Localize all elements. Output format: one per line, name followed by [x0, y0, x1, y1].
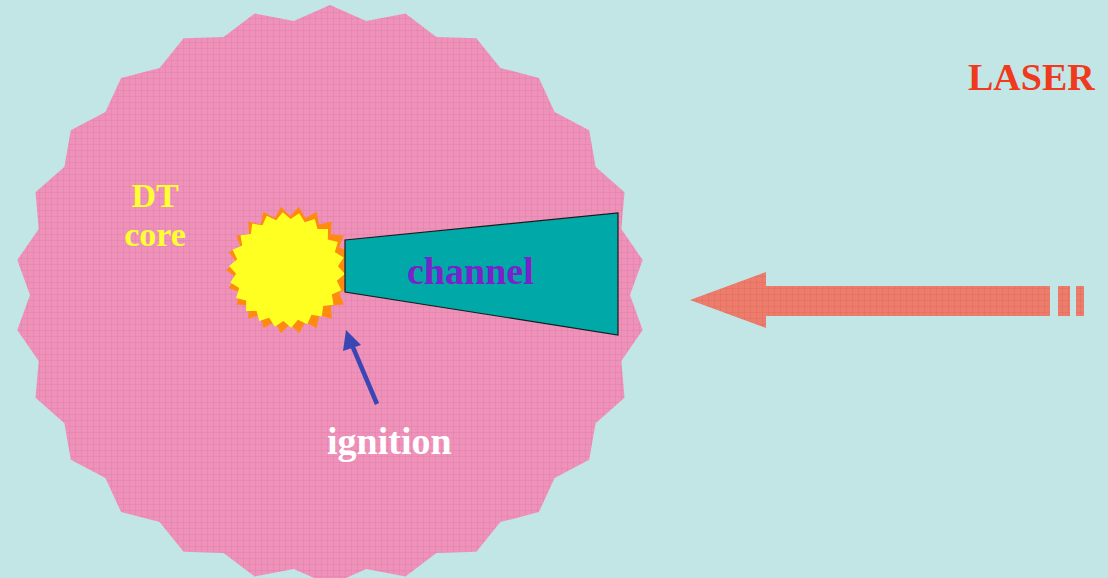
laser-pulse-mark — [1058, 286, 1070, 316]
ignition-leader-arrow — [343, 330, 377, 404]
channel-trapezoid: channel — [345, 213, 618, 335]
laser-arrow — [690, 272, 1050, 328]
channel-label: channel — [407, 250, 534, 294]
laser-label: LASER — [968, 56, 1095, 100]
core-label: DT core — [100, 176, 210, 254]
ignition-label: ignition — [327, 420, 452, 464]
dt-target-blob: DT core channel ignition — [15, 0, 645, 578]
ignition-sun — [226, 207, 354, 334]
laser-pulse-mark — [1076, 286, 1084, 316]
